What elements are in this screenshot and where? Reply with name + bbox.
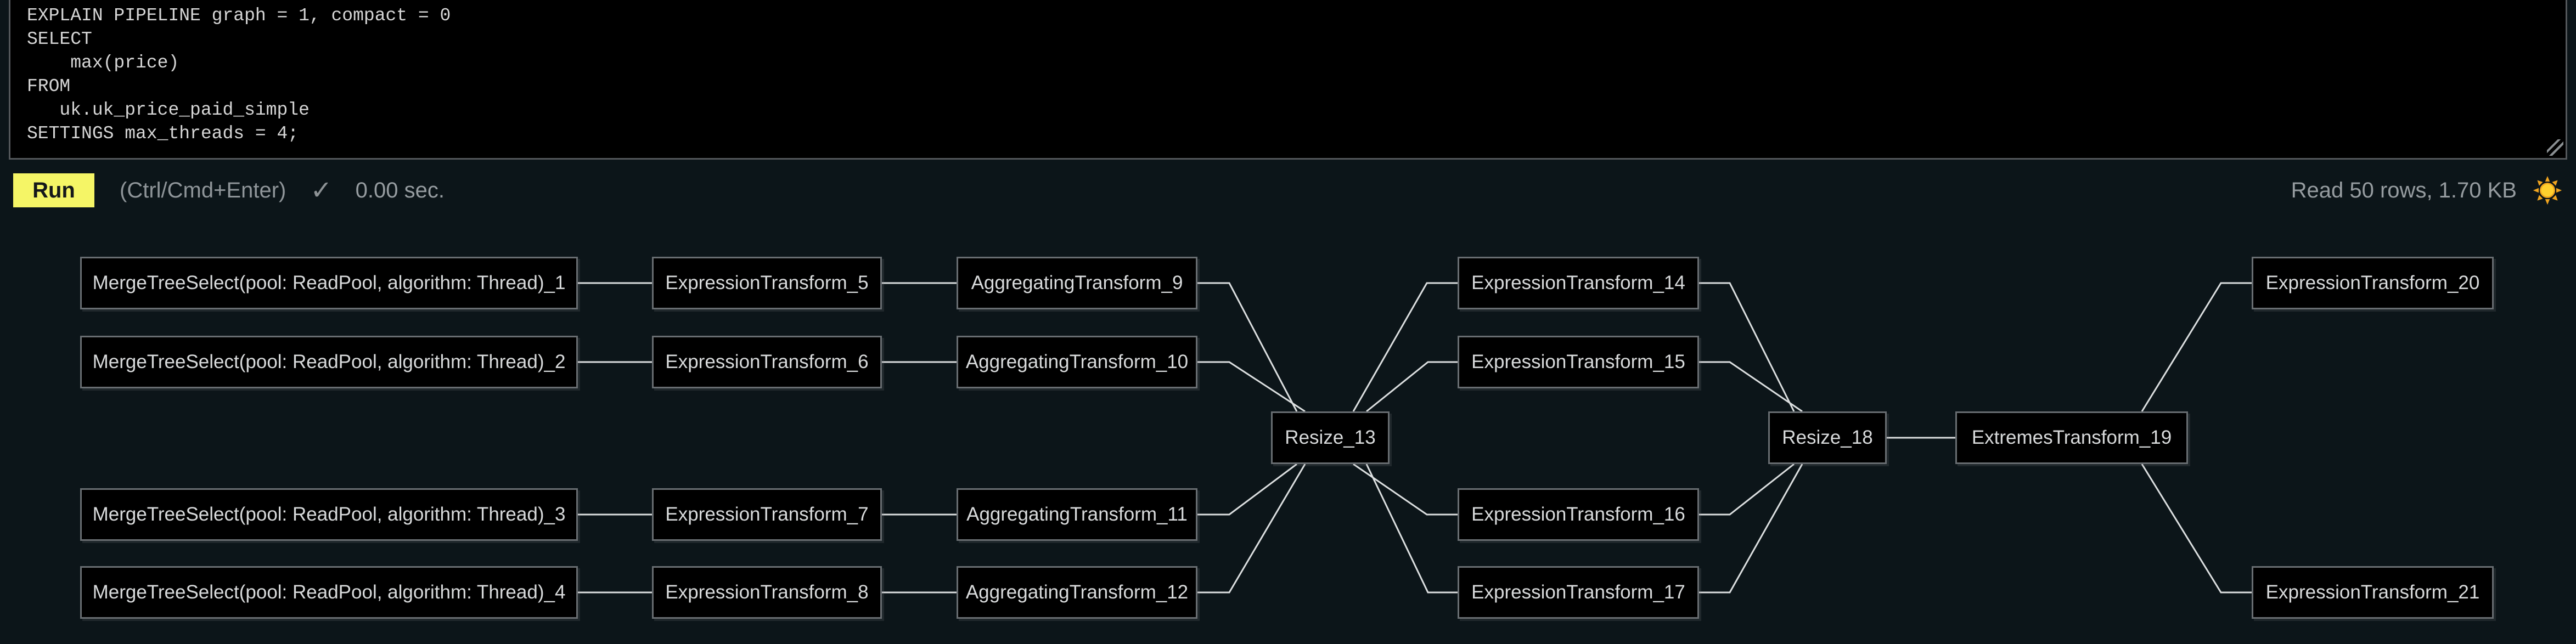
pipeline-node-expression-transform-16: ExpressionTransform_16 (1458, 488, 1699, 541)
pipeline-node-mergetree-select-2: MergeTreeSelect(pool: ReadPool, algorith… (80, 336, 578, 388)
query-editor[interactable]: EXPLAIN PIPELINE graph = 1, compact = 0 … (9, 0, 2567, 160)
pipeline-edge (1197, 282, 1298, 412)
pipeline-node-extremes-transform-19: ExtremesTransform_19 (1955, 411, 2188, 464)
theme-toggle-button[interactable] (2532, 175, 2563, 206)
sun-icon (2533, 176, 2562, 205)
pipeline-edge (1699, 361, 1803, 413)
run-button[interactable]: Run (13, 173, 94, 207)
pipeline-node-aggregating-transform-9: AggregatingTransform_9 (957, 257, 1197, 309)
pipeline-node-expression-transform-17: ExpressionTransform_17 (1458, 566, 1699, 619)
pipeline-edge (2141, 282, 2252, 412)
pipeline-node-expression-transform-6: ExpressionTransform_6 (652, 336, 882, 388)
shortcut-hint: (Ctrl/Cmd+Enter) (120, 178, 286, 202)
pipeline-edge (1353, 463, 1458, 516)
pipeline-node-expression-transform-7: ExpressionTransform_7 (652, 488, 882, 541)
pipeline-edge (1197, 464, 1306, 594)
query-elapsed-time: 0.00 sec. (355, 178, 445, 202)
pipeline-node-expression-transform-8: ExpressionTransform_8 (652, 566, 882, 619)
pipeline-node-resize-18: Resize_18 (1768, 411, 1887, 464)
pipeline-edge (1365, 464, 1458, 594)
pipeline-edge (1197, 361, 1306, 413)
pipeline-node-aggregating-transform-12: AggregatingTransform_12 (957, 566, 1197, 619)
pipeline-node-mergetree-select-3: MergeTreeSelect(pool: ReadPool, algorith… (80, 488, 578, 541)
pipeline-edge (1699, 464, 1803, 594)
pipeline-edge (1366, 361, 1458, 413)
query-text[interactable]: EXPLAIN PIPELINE graph = 1, compact = 0 … (27, 5, 451, 144)
pipeline-node-mergetree-select-1: MergeTreeSelect(pool: ReadPool, algorith… (80, 257, 578, 309)
textarea-resize-handle[interactable] (2547, 139, 2563, 156)
pipeline-node-expression-transform-15: ExpressionTransform_15 (1458, 336, 1699, 388)
read-stats: Read 50 rows, 1.70 KB (2291, 178, 2517, 202)
pipeline-edge (2141, 464, 2252, 594)
pipeline-node-mergetree-select-4: MergeTreeSelect(pool: ReadPool, algorith… (80, 566, 578, 619)
pipeline-edge (1699, 463, 1795, 516)
pipeline-node-expression-transform-14: ExpressionTransform_14 (1458, 257, 1699, 309)
pipeline-node-expression-transform-21: ExpressionTransform_21 (2252, 566, 2494, 619)
pipeline-edge (1197, 463, 1297, 516)
pipeline-node-expression-transform-5: ExpressionTransform_5 (652, 257, 882, 309)
pipeline-node-resize-13: Resize_13 (1271, 411, 1390, 464)
pipeline-node-expression-transform-20: ExpressionTransform_20 (2252, 257, 2494, 309)
toolbar: Run (Ctrl/Cmd+Enter) ✓ 0.00 sec. Read 50… (13, 173, 2563, 207)
pipeline-node-aggregating-transform-11: AggregatingTransform_11 (957, 488, 1197, 541)
pipeline-edge (1699, 282, 1795, 412)
success-check-icon: ✓ (310, 176, 333, 205)
pipeline-edge (1352, 282, 1458, 412)
pipeline-node-aggregating-transform-10: AggregatingTransform_10 (957, 336, 1197, 388)
